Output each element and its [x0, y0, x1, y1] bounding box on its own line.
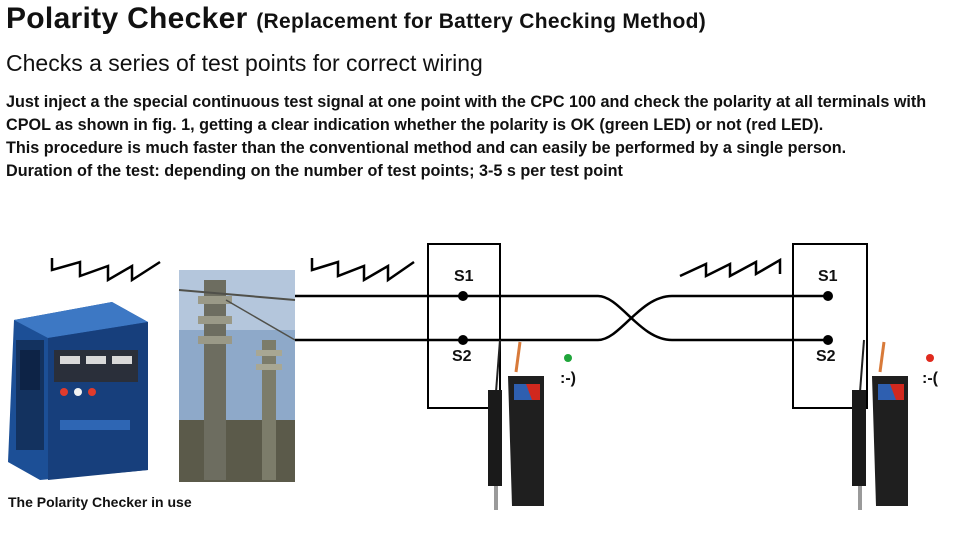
paragraph-3: Duration of the test: depending on the n…	[6, 162, 623, 180]
right-s2-terminal	[823, 335, 833, 345]
page-subtitle: Checks a series of test points for corre…	[6, 50, 483, 76]
green-led-icon	[564, 354, 572, 362]
wire-cross-a	[597, 294, 828, 342]
page-title: Polarity Checker (Replacement for Batter…	[6, 2, 706, 36]
left-s1-terminal	[458, 291, 468, 301]
cpc100-device-image	[8, 302, 148, 480]
photo-caption: The Polarity Checker in use	[8, 494, 192, 510]
left-s2-label: S2	[452, 348, 472, 365]
left-s2-terminal	[458, 335, 468, 345]
right-terminal-box	[792, 243, 868, 409]
right-s1-label: S1	[818, 268, 838, 285]
polarity-probe-left	[488, 339, 544, 510]
polarity-probe-right	[852, 339, 908, 510]
sad-face-icon: :-(	[922, 370, 938, 387]
left-terminal-box	[427, 243, 501, 409]
right-s1-terminal	[823, 291, 833, 301]
paragraph-2: This procedure is much faster than the c…	[6, 139, 847, 157]
title-note: (Replacement for Battery Checking Method…	[256, 10, 707, 33]
wire-cross-b	[597, 294, 828, 342]
paragraph-1: Just inject a the special continuous tes…	[6, 93, 927, 134]
signal-wave-1	[50, 258, 161, 283]
substation-photo	[178, 270, 296, 482]
right-s2-label: S2	[816, 348, 836, 365]
signal-wave-3	[679, 257, 782, 279]
happy-face-icon: :-)	[560, 370, 576, 387]
title-main: Polarity Checker	[6, 2, 248, 35]
signal-wave-2	[310, 258, 415, 283]
red-led-icon	[926, 354, 934, 362]
description: Just inject a the special continuous tes…	[6, 91, 936, 183]
left-s1-label: S1	[454, 268, 474, 285]
